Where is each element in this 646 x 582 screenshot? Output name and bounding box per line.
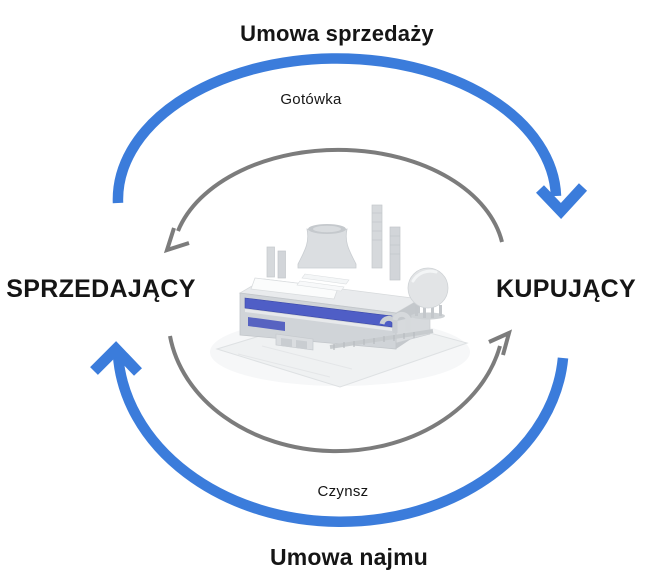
buyer-label: KUPUJĄCY — [496, 275, 636, 303]
factory-icon — [210, 204, 470, 388]
lease-agreement-arrow — [112, 354, 569, 527]
cash-arrow — [176, 147, 504, 243]
chimney — [266, 246, 275, 278]
chimney — [277, 250, 286, 279]
elbow-pipe — [392, 311, 411, 331]
sale-agreement-label: Umowa sprzedaży — [240, 21, 434, 46]
seller-label: SPRZEDAJĄCY — [6, 275, 196, 303]
cooling-tower — [297, 228, 357, 269]
rent-arrow — [168, 335, 502, 454]
sale-agreement-arrow — [112, 53, 562, 204]
factory-window-small — [248, 317, 285, 331]
cash-label: Gotówka — [280, 91, 342, 108]
lease-agreement-arrowhead — [90, 341, 142, 376]
cash-arrowhead — [163, 227, 190, 254]
rent-label: Czynsz — [317, 483, 369, 500]
chimney — [389, 226, 401, 281]
rent-arrowhead — [488, 329, 513, 356]
pipe-rack — [329, 329, 434, 349]
storage-tank — [407, 267, 449, 309]
chimney — [371, 204, 383, 269]
lease-agreement-label: Umowa najmu — [269, 544, 429, 570]
sale-agreement-arrowhead — [536, 183, 588, 220]
elbow-pipe — [379, 315, 398, 333]
factory-window-band — [244, 297, 393, 328]
